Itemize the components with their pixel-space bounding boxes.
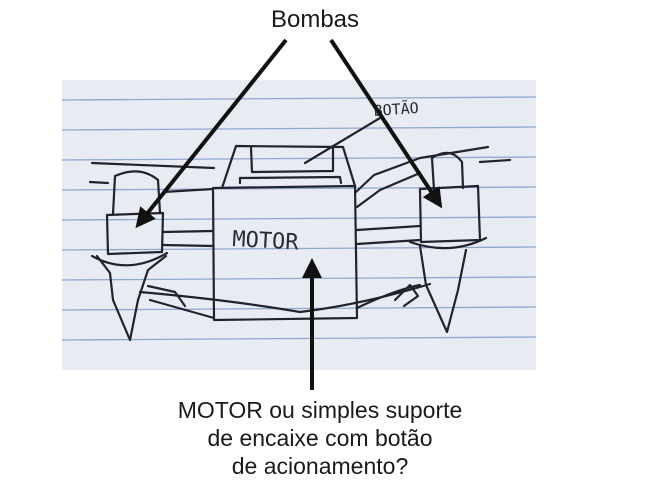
motor-cap: [249, 144, 335, 174]
callout-arrows: [135, 38, 443, 390]
button-handwritten-label: BOTÃO: [373, 98, 419, 120]
arrow-to-right-pump: [329, 38, 443, 209]
arrow-to-left-pump: [135, 38, 288, 229]
pumps-label: Bombas: [270, 6, 360, 33]
motor-top-plate: [220, 144, 357, 190]
button-leader: [303, 116, 382, 165]
caption-line: MOTOR ou simples suporte: [177, 397, 463, 423]
motor-box: [211, 184, 359, 322]
bottom-caption: MOTOR ou simples suporte de encaixe com …: [120, 396, 520, 480]
sketch-ink: [88, 116, 512, 342]
caption-line: de acionamento?: [231, 453, 409, 479]
ruled-lines: [61, 96, 537, 341]
motor-handwritten-label: MOTOR: [232, 227, 300, 255]
caption-line: de encaixe com botão: [207, 425, 433, 451]
